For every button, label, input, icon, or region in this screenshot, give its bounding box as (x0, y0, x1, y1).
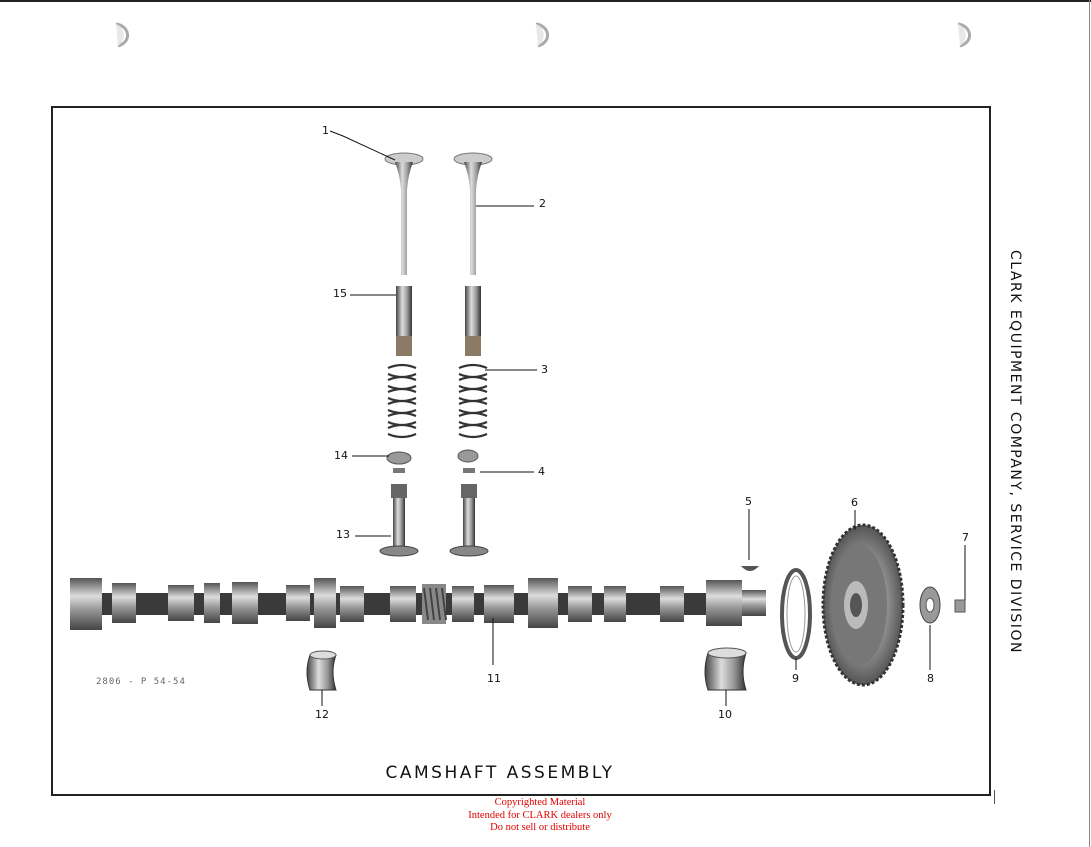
illustration-frame (51, 106, 991, 796)
callout-13: 13 (336, 528, 350, 541)
figure-caption: CAMSHAFT ASSEMBLY (385, 763, 615, 783)
valve-right (453, 152, 493, 275)
callout-10: 10 (718, 708, 732, 721)
tappet-right (449, 484, 489, 557)
copyright-notice: Copyrighted Material Intended for CLARK … (420, 797, 660, 835)
callout-12: 12 (315, 708, 329, 721)
camshaft-bearing-left (306, 650, 337, 691)
camshaft-gear (821, 523, 905, 687)
notice-line-1: Copyrighted Material (494, 797, 586, 808)
lock-screw (954, 599, 966, 613)
thrust-washer (780, 568, 812, 660)
notice-line-2: Intended for CLARK dealers only (468, 809, 612, 821)
plate-number: 2806 - P 54-54 (96, 677, 186, 687)
callout-5: 5 (745, 495, 752, 508)
callout-14: 14 (334, 449, 348, 462)
notice-line-3: Do not sell or distribute (490, 822, 590, 833)
callout-3: 3 (541, 363, 548, 376)
gear-nut (919, 586, 941, 624)
margin-tick (994, 790, 995, 804)
woodruff-key (741, 566, 759, 571)
callout-15: 15 (333, 287, 347, 300)
page-top-edge (0, 0, 1091, 2)
callout-9: 9 (792, 672, 799, 685)
camshaft (70, 578, 766, 630)
valve-spring-left (387, 363, 417, 439)
binder-hole-center (535, 22, 549, 48)
callout-1: 1 (322, 124, 329, 137)
valve-left (384, 152, 424, 275)
binder-hole-right (957, 22, 971, 48)
callout-4: 4 (538, 465, 545, 478)
valve-guide-left (396, 286, 412, 356)
spring-retainer-right (457, 449, 479, 473)
callout-11: 11 (487, 672, 501, 685)
valve-guide-right (465, 286, 481, 356)
leader-lines (321, 130, 966, 706)
page-right-edge (1089, 0, 1090, 847)
callout-6: 6 (851, 496, 858, 509)
side-title: CLARK EQUIPMENT COMPANY, SERVICE DIVISIO… (1007, 250, 1023, 654)
callout-2: 2 (539, 197, 546, 210)
camshaft-bearing-right (704, 647, 747, 691)
valve-spring-right (458, 363, 488, 439)
spring-retainer-left (386, 451, 412, 473)
binder-hole-left (115, 22, 129, 48)
tappet-left (379, 484, 419, 557)
callout-8: 8 (927, 672, 934, 685)
callout-7: 7 (962, 531, 969, 544)
